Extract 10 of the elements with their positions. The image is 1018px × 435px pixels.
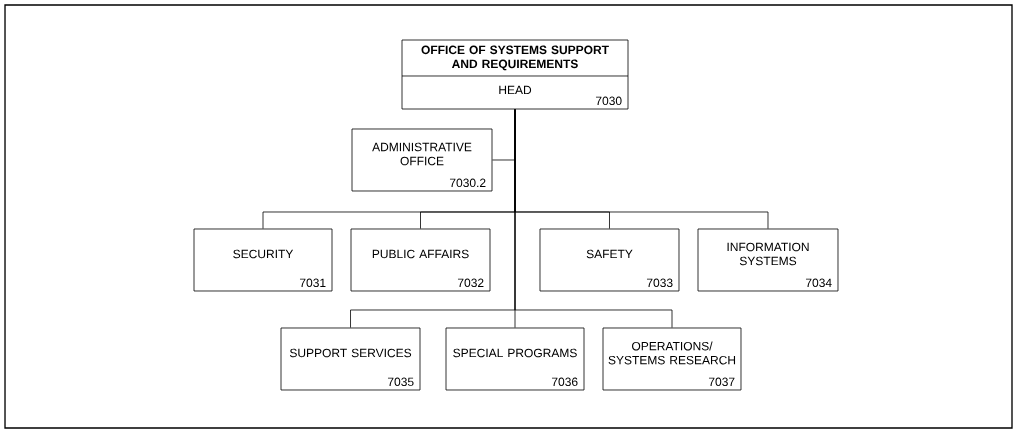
org-box: PUBLIC AFFAIRS 7032 [350,228,491,292]
org-box: SUPPORT SERVICES 7035 [280,327,421,391]
org-box: INFORMATION SYSTEMS 7034 [697,228,839,292]
org-box: SECURITY 7031 [193,228,333,292]
org-box: SAFETY 7033 [539,228,680,292]
org-box: OFFICE OF SYSTEMS SUPPORT AND REQUIREMENTS HEAD 7030 [401,39,629,110]
org-box: OPERATIONS/ SYSTEMS RESEARCH 7037 [602,327,742,391]
org-box: SPECIAL PROGRAMS 7036 [445,327,585,391]
connector-line [514,109,673,328]
org-box: ADMINISTRATIVE OFFICE 7030.2 [351,128,493,192]
